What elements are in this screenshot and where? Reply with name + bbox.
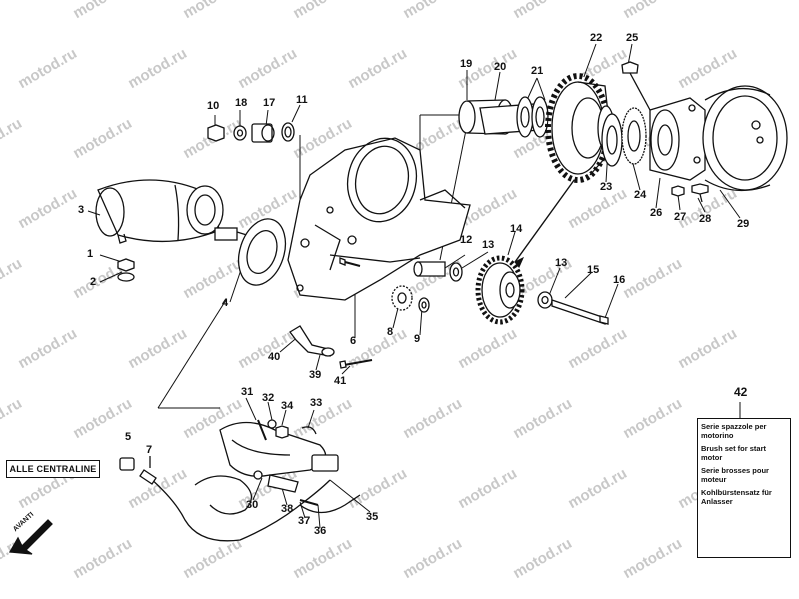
callout-10: 10 — [207, 100, 220, 112]
starter-motor — [95, 179, 251, 244]
callout-12: 12 — [460, 234, 473, 246]
callout-22: 22 — [590, 32, 603, 44]
callout-17: 17 — [263, 97, 276, 109]
callout-23: 23 — [600, 181, 613, 193]
callout-39: 39 — [309, 369, 322, 381]
callout-18: 18 — [235, 97, 248, 109]
callout-14: 14 — [510, 223, 523, 235]
callout-38: 38 — [281, 503, 294, 515]
brush-note-italian: Serie spazzole per motorino — [701, 422, 767, 440]
callout-42: 42 — [734, 385, 748, 399]
callout-4: 4 — [222, 297, 229, 309]
callout-40: 40 — [268, 351, 281, 363]
callout-21: 21 — [531, 65, 544, 77]
brush-set-note-box: Serie spazzole per motorino Brush set fo… — [697, 418, 791, 558]
gasket-4 — [237, 218, 287, 286]
shaft-19-20-21 — [458, 96, 549, 138]
callout-1: 1 — [87, 248, 94, 260]
callout-16: 16 — [613, 274, 626, 286]
alle-centraline-label: ALLE CENTRALINE — [6, 460, 100, 478]
callout-5: 5 — [125, 431, 132, 443]
gear-assembly-12-16 — [413, 255, 609, 325]
callout-13a: 13 — [482, 239, 495, 251]
brush-note-french: Serie brosses pour moteur — [701, 466, 769, 484]
callout-33: 33 — [310, 397, 323, 409]
callout-25: 25 — [626, 32, 639, 44]
callout-29: 29 — [737, 218, 750, 230]
callout-34: 34 — [281, 400, 294, 412]
callout-13b: 13 — [555, 257, 568, 269]
callout-6: 6 — [350, 335, 357, 347]
callout-19: 19 — [460, 58, 473, 70]
callout-3: 3 — [78, 204, 85, 216]
crankcase-cover — [287, 137, 471, 301]
nut-washer-1-2 — [117, 258, 135, 282]
direction-arrow-icon — [8, 519, 53, 555]
callout-32: 32 — [262, 392, 275, 404]
callout-35: 35 — [366, 511, 379, 523]
callout-9: 9 — [414, 333, 421, 345]
callout-8: 8 — [387, 326, 394, 338]
gear-8-9 — [391, 285, 430, 313]
callout-24: 24 — [634, 189, 647, 201]
callout-15: 15 — [587, 264, 600, 276]
hub-26 — [621, 61, 706, 181]
callout-30: 30 — [246, 499, 259, 511]
callout-31: 31 — [241, 386, 254, 398]
flywheel-29 — [702, 85, 788, 192]
small-parts-10-11 — [207, 122, 295, 143]
callout-37: 37 — [298, 515, 311, 527]
screw-6 — [339, 257, 361, 267]
callout-27: 27 — [674, 211, 687, 223]
bracket-40-41 — [289, 325, 373, 369]
callout-26: 26 — [650, 207, 663, 219]
small-parts-31-34 — [257, 419, 317, 441]
callout-36: 36 — [314, 525, 327, 537]
bearing-23-24 — [601, 107, 647, 167]
guide-lines — [87, 43, 741, 529]
callout-11: 11 — [296, 94, 308, 106]
brush-note-english: Brush set for start motor — [701, 444, 767, 462]
callout-20: 20 — [494, 61, 507, 73]
brush-note-german: Kohlbürstensatz für Anlasser — [701, 488, 772, 506]
wiring-harness — [149, 421, 361, 542]
callout-2: 2 — [90, 276, 97, 288]
nut-bolt-27-28 — [671, 183, 709, 203]
callout-41: 41 — [334, 375, 347, 387]
callout-28: 28 — [699, 213, 712, 225]
connector-5-7 — [119, 456, 157, 485]
callout-7: 7 — [146, 444, 153, 456]
